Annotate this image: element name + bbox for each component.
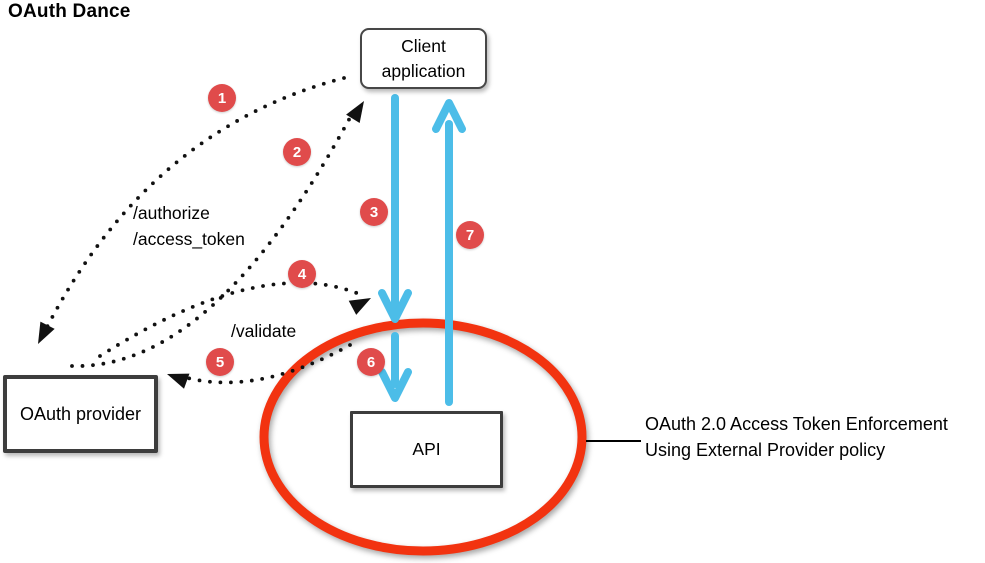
arrowhead-to-client-icon	[346, 101, 364, 124]
arrowhead-to-api-icon	[348, 298, 371, 315]
step-badge-1: 1	[208, 84, 236, 112]
policy-ellipse	[259, 318, 587, 556]
step-badge-4: 4	[288, 260, 316, 288]
step-badge-5: 5	[206, 348, 234, 376]
client-node-label-line1: Client	[401, 35, 446, 56]
api-node: API	[350, 411, 503, 488]
dotted-arc-authorize-request	[40, 76, 346, 339]
validate-endpoint-label: /validate	[231, 321, 297, 341]
access-token-endpoint-label: /access_token	[133, 229, 245, 249]
step-badge-3: 3	[360, 198, 388, 226]
step-badge-2: 2	[283, 138, 311, 166]
client-application-node: Client application	[360, 28, 487, 89]
policy-annotation: OAuth 2.0 Access Token Enforcement Using…	[645, 411, 985, 463]
oauth-provider-label: OAuth provider	[19, 403, 142, 424]
dotted-arc-token-response	[70, 112, 354, 368]
flow-arrow-api-to-client-head-icon	[432, 99, 466, 133]
flow-arrow-client-to-api-head-icon	[378, 289, 412, 323]
policy-annotation-line1: OAuth 2.0 Access Token Enforcement	[645, 414, 948, 434]
arrowhead-to-provider-top-icon	[38, 321, 55, 344]
arrowhead-to-provider-right-icon	[167, 373, 190, 389]
flow-arrow-into-api-head-icon	[378, 368, 412, 402]
step-badge-7: 7	[456, 221, 484, 249]
step-badge-6: 6	[357, 348, 385, 376]
client-node-label-line2: application	[381, 60, 466, 81]
page-title: OAuth Dance	[8, 1, 131, 22]
dotted-arc-validate-response	[178, 343, 352, 385]
oauth-provider-node: OAuth provider	[3, 375, 158, 453]
dotted-arc-validate-request	[98, 281, 366, 358]
policy-annotation-line2: Using External Provider policy	[645, 440, 886, 460]
api-label: API	[412, 439, 441, 459]
authorize-endpoint-label: /authorize	[133, 203, 210, 223]
